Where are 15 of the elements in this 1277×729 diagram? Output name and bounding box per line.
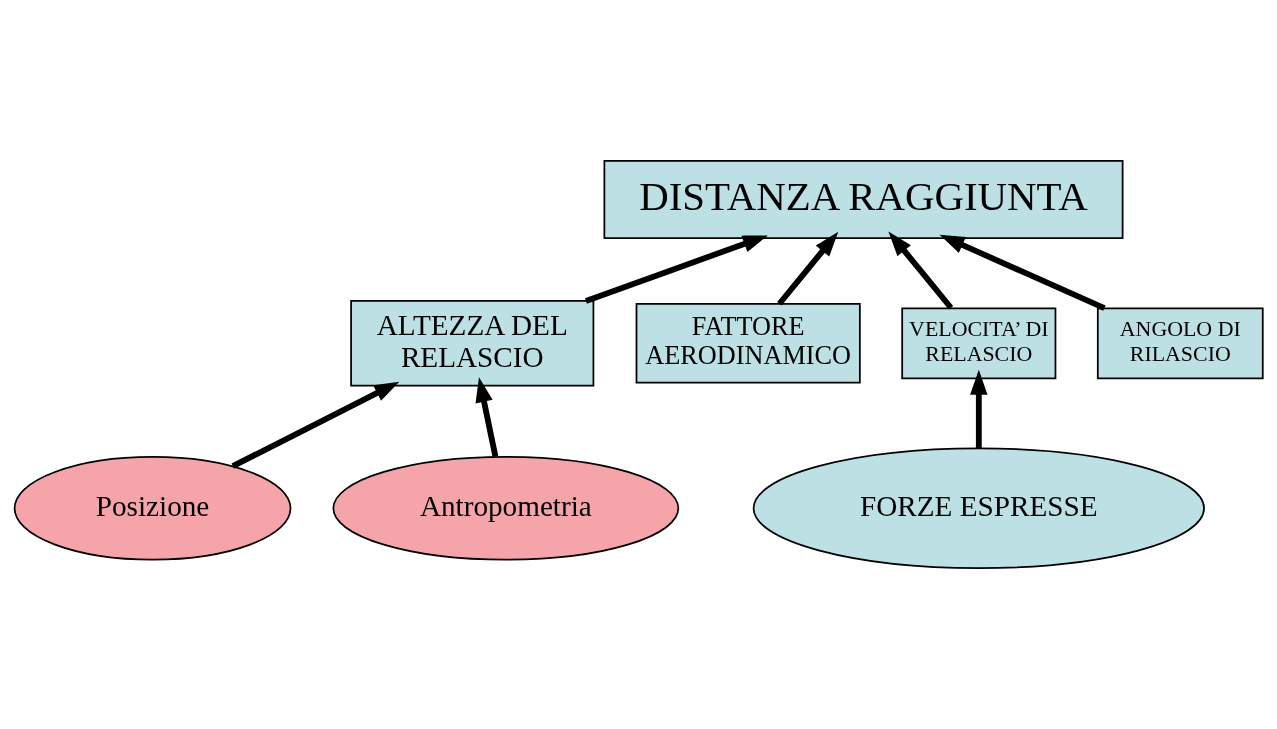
node-box: DISTANZA RAGGIUNTA — [603, 159, 1124, 240]
node-ellipse: Antropometria — [332, 456, 680, 561]
arrow — [888, 231, 954, 310]
arrow — [231, 381, 400, 469]
node-box: VELOCITA’ DI RELASCIO — [901, 307, 1057, 380]
arrow — [584, 235, 768, 304]
node-box: ANGOLO DI RILASCIO — [1096, 307, 1264, 380]
node-ellipse: FORZE ESPRESSE — [752, 447, 1205, 570]
node-box: FATTORE AERODINAMICO — [635, 303, 861, 384]
arrow — [970, 369, 988, 449]
arrow — [777, 231, 839, 306]
node-ellipse: Posizione — [13, 456, 292, 561]
node-box: ALTEZZA DEL RELASCIO — [350, 300, 595, 387]
arrow — [475, 377, 499, 458]
arrow — [939, 234, 1106, 311]
